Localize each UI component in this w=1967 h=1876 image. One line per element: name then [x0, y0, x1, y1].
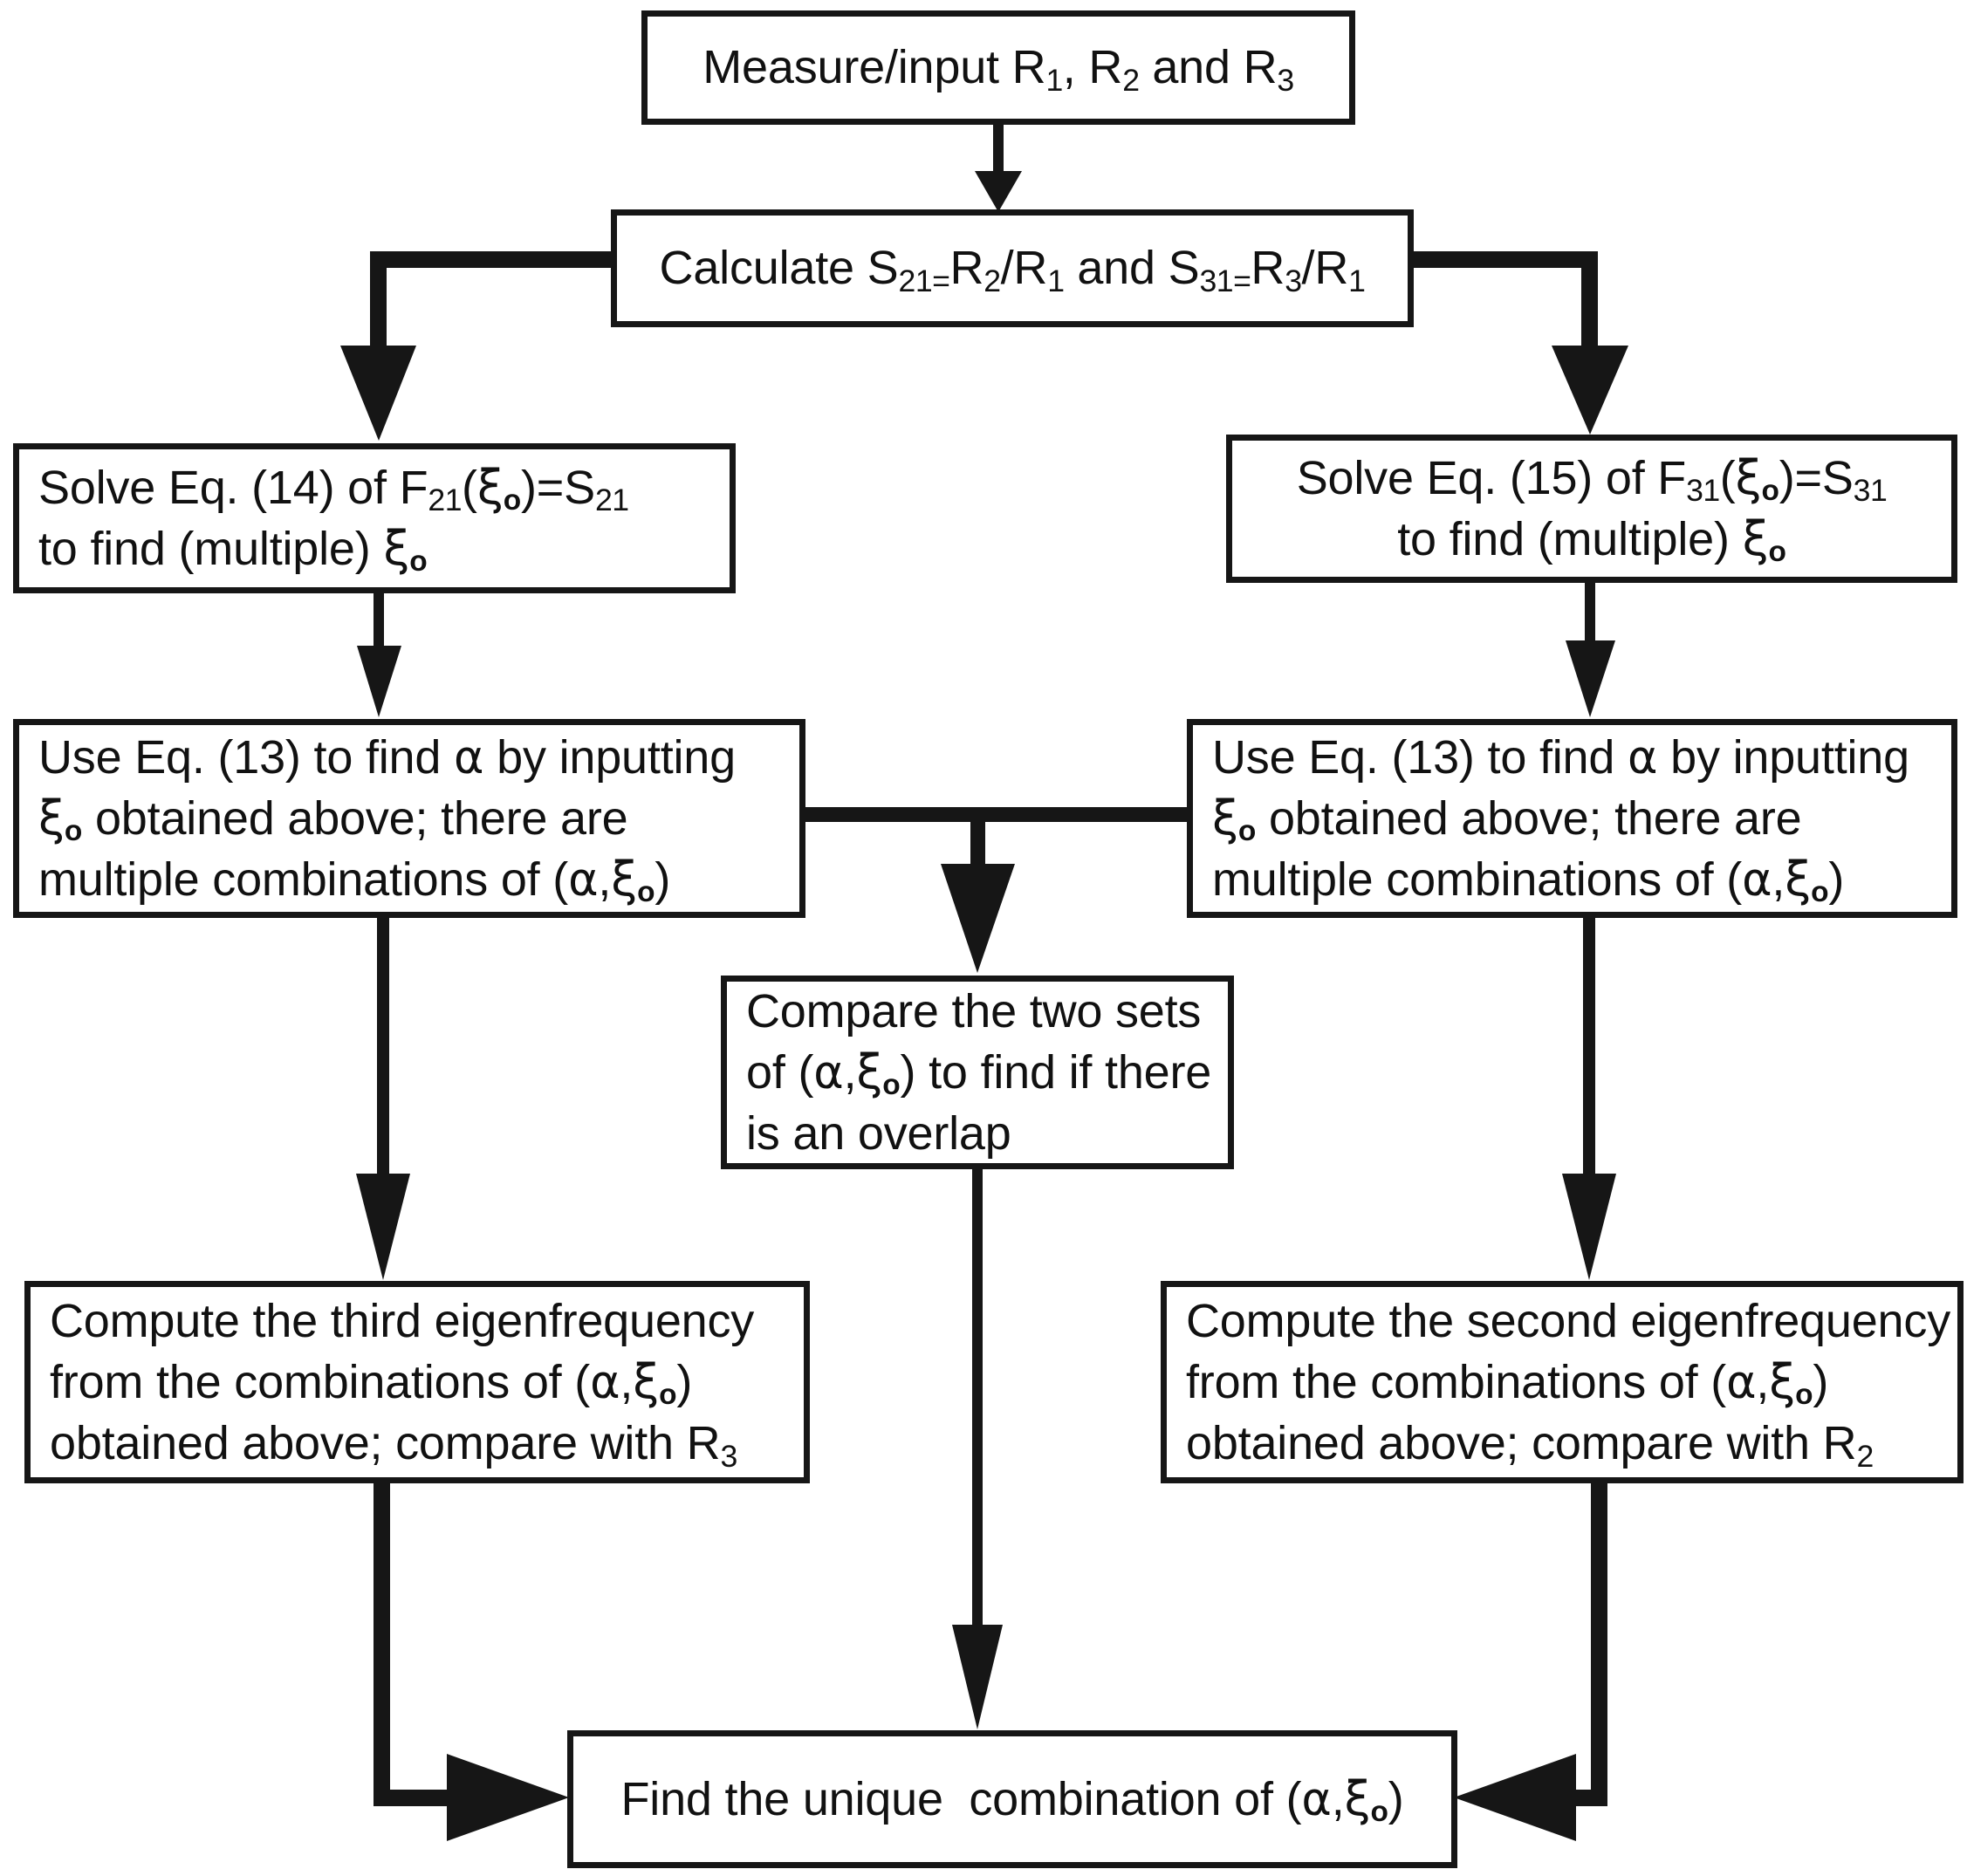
connector-use13-left-to-third: [356, 918, 410, 1280]
node-use-eq-13-left[interactable]: Use Eq. (13) to find α by inputting ξo o…: [13, 719, 805, 918]
connector-measure-to-calculate: [975, 125, 1022, 212]
connector-solve14-to-use13-left: [357, 593, 401, 717]
connector-use13pair-to-compare: [804, 807, 1189, 973]
connector-solve15-to-use13-right: [1566, 583, 1615, 717]
node-calculate-ratios-line-1: Calculate S21=R2/R1 and S31=R3/R1: [659, 242, 1366, 298]
node-use-eq-13-left-line-3: multiple combinations of (α,ξo): [38, 852, 671, 909]
node-compute-second-eigenfrequency-line-1: Compute the second eigenfrequency: [1186, 1294, 1950, 1347]
node-compare-two-sets-line-2: of (α,ξo) to find if there: [746, 1044, 1212, 1102]
node-solve-eq-15-line-2: to find (multiple) ξo: [1397, 511, 1786, 569]
node-solve-eq-14-line-2: to find (multiple) ξo: [38, 521, 428, 579]
node-solve-eq-14[interactable]: Solve Eq. (14) of F21(ξo)=S21 to find (m…: [13, 443, 736, 593]
node-use-eq-13-right-line-1: Use Eq. (13) to find α by inputting: [1212, 730, 1909, 784]
node-use-eq-13-right-line-3: multiple combinations of (α,ξo): [1212, 852, 1845, 909]
node-compute-third-eigenfrequency-line-3: obtained above; compare with R3: [50, 1417, 737, 1474]
node-compute-second-eigenfrequency-line-3: obtained above; compare with R2: [1186, 1417, 1874, 1474]
node-compute-third-eigenfrequency-line-2: from the combinations of (α,ξo): [50, 1353, 693, 1412]
connector-compare-to-unique: [952, 1169, 1003, 1729]
node-compute-second-eigenfrequency[interactable]: Compute the second eigenfrequency from t…: [1161, 1281, 1964, 1483]
node-measure-input[interactable]: Measure/input R1, R2 and R3: [641, 10, 1355, 125]
node-solve-eq-15-line-1: Solve Eq. (15) of F31(ξo)=S31: [1296, 449, 1888, 509]
node-find-unique-combination[interactable]: Find the unique combination of (α,ξo): [567, 1730, 1457, 1868]
node-measure-input-line-1: Measure/input R1, R2 and R3: [702, 41, 1294, 98]
node-compute-second-eigenfrequency-line-2: from the combinations of (α,ξo): [1186, 1353, 1829, 1412]
connector-third-to-unique: [374, 1483, 569, 1841]
node-use-eq-13-left-line-2: ξo obtained above; there are: [38, 790, 628, 848]
node-compare-two-sets-line-1: Compare the two sets: [746, 984, 1202, 1037]
node-compare-two-sets[interactable]: Compare the two sets of (α,ξo) to find i…: [721, 976, 1234, 1169]
node-solve-eq-14-line-1: Solve Eq. (14) of F21(ξo)=S21: [38, 459, 629, 518]
connector-use13-right-to-second: [1562, 918, 1616, 1280]
node-compare-two-sets-line-3: is an overlap: [746, 1107, 1011, 1161]
node-solve-eq-15[interactable]: Solve Eq. (15) of F31(ξo)=S31 to find (m…: [1226, 435, 1957, 583]
node-compute-third-eigenfrequency-line-1: Compute the third eigenfrequency: [50, 1294, 755, 1347]
node-use-eq-13-right[interactable]: Use Eq. (13) to find α by inputting ξo o…: [1187, 719, 1957, 918]
node-use-eq-13-left-line-1: Use Eq. (13) to find α by inputting: [38, 730, 736, 784]
node-find-unique-combination-line-1: Find the unique combination of (α,ξo): [620, 1770, 1404, 1829]
connector-calculate-to-solve14: [340, 251, 616, 441]
node-calculate-ratios[interactable]: Calculate S21=R2/R1 and S31=R3/R1: [611, 209, 1414, 327]
node-compute-third-eigenfrequency[interactable]: Compute the third eigenfrequency from th…: [24, 1281, 810, 1483]
node-use-eq-13-right-line-2: ξo obtained above; there are: [1212, 790, 1802, 848]
connector-calculate-to-solve15: [1408, 251, 1628, 435]
connector-second-to-unique: [1454, 1483, 1607, 1841]
